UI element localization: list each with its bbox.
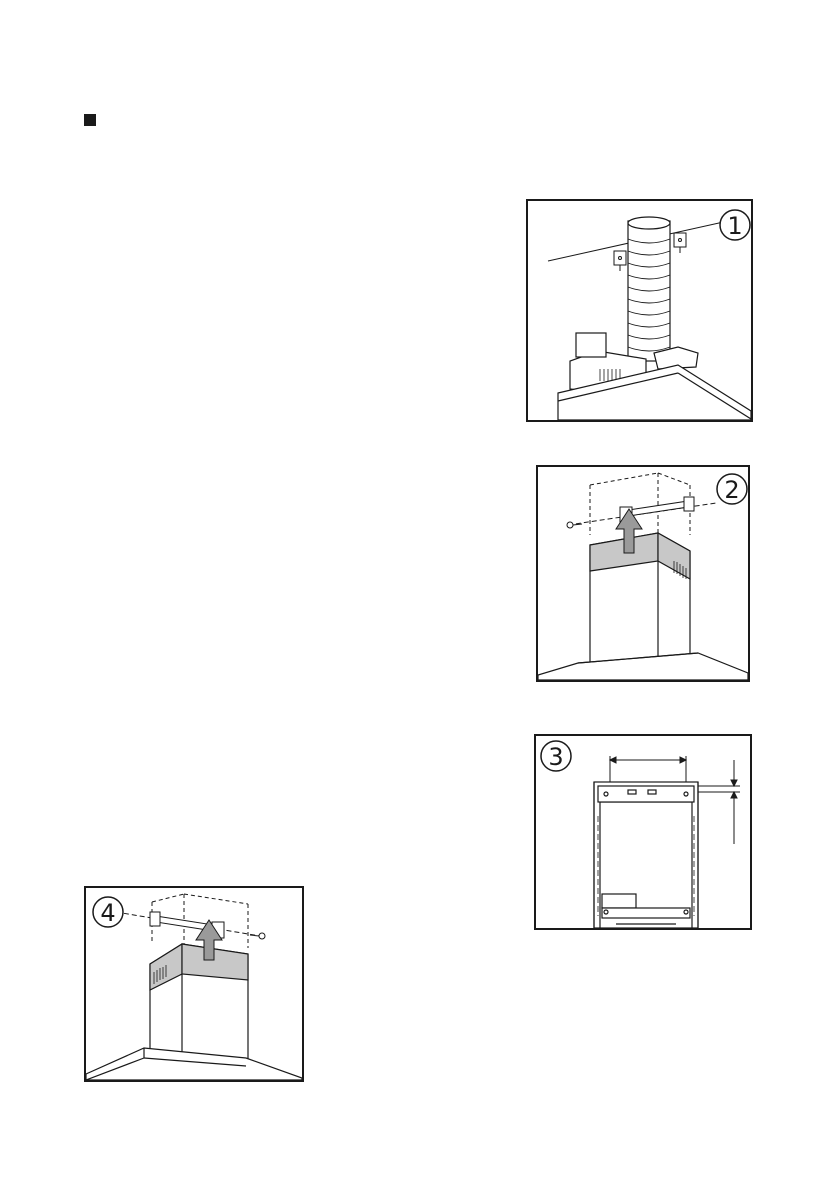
figure-2-illustration: 2 bbox=[538, 467, 748, 680]
hood-top bbox=[538, 653, 748, 680]
height-dimension bbox=[696, 760, 740, 844]
figure-1-illustration: 1 bbox=[528, 201, 751, 420]
figure-4-illustration: 4 bbox=[86, 888, 302, 1080]
bracket-left bbox=[614, 251, 626, 271]
figure-2-chimney-bracket: 2 bbox=[536, 465, 750, 682]
figure-4-number: 4 bbox=[100, 899, 115, 927]
figure-1-number: 1 bbox=[727, 212, 742, 240]
screw-icon bbox=[250, 933, 265, 939]
section-bullet-square bbox=[84, 114, 96, 126]
figure-3-bracket-dimensions: 3 bbox=[534, 734, 752, 930]
figure-3-illustration: 3 bbox=[536, 736, 750, 928]
figure-1-duct-installation: 1 bbox=[526, 199, 753, 422]
figure-2-number: 2 bbox=[724, 476, 739, 504]
chimney-frame bbox=[594, 782, 698, 928]
width-dimension bbox=[610, 756, 686, 782]
flexible-duct bbox=[628, 217, 670, 361]
figure-3-number: 3 bbox=[548, 743, 563, 771]
figure-4-chimney-bracket: 4 bbox=[84, 886, 304, 1082]
bracket-right bbox=[674, 233, 686, 253]
hood-top bbox=[86, 1048, 302, 1080]
